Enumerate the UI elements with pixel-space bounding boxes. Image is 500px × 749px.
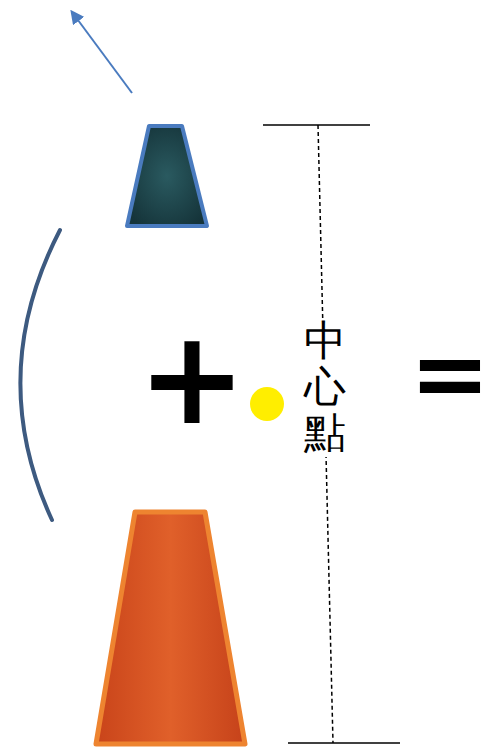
orange-cone [96, 512, 245, 744]
center-point-label: 中心點 [304, 318, 346, 457]
equals-sign: = [410, 326, 490, 422]
dimension-tick [288, 742, 400, 744]
dimension-tick [263, 124, 370, 126]
center-dot [250, 387, 284, 421]
curved-path [20, 230, 60, 520]
plus-sign: + [138, 313, 247, 443]
direction-arrow [72, 12, 132, 93]
blue-cone [127, 126, 207, 226]
